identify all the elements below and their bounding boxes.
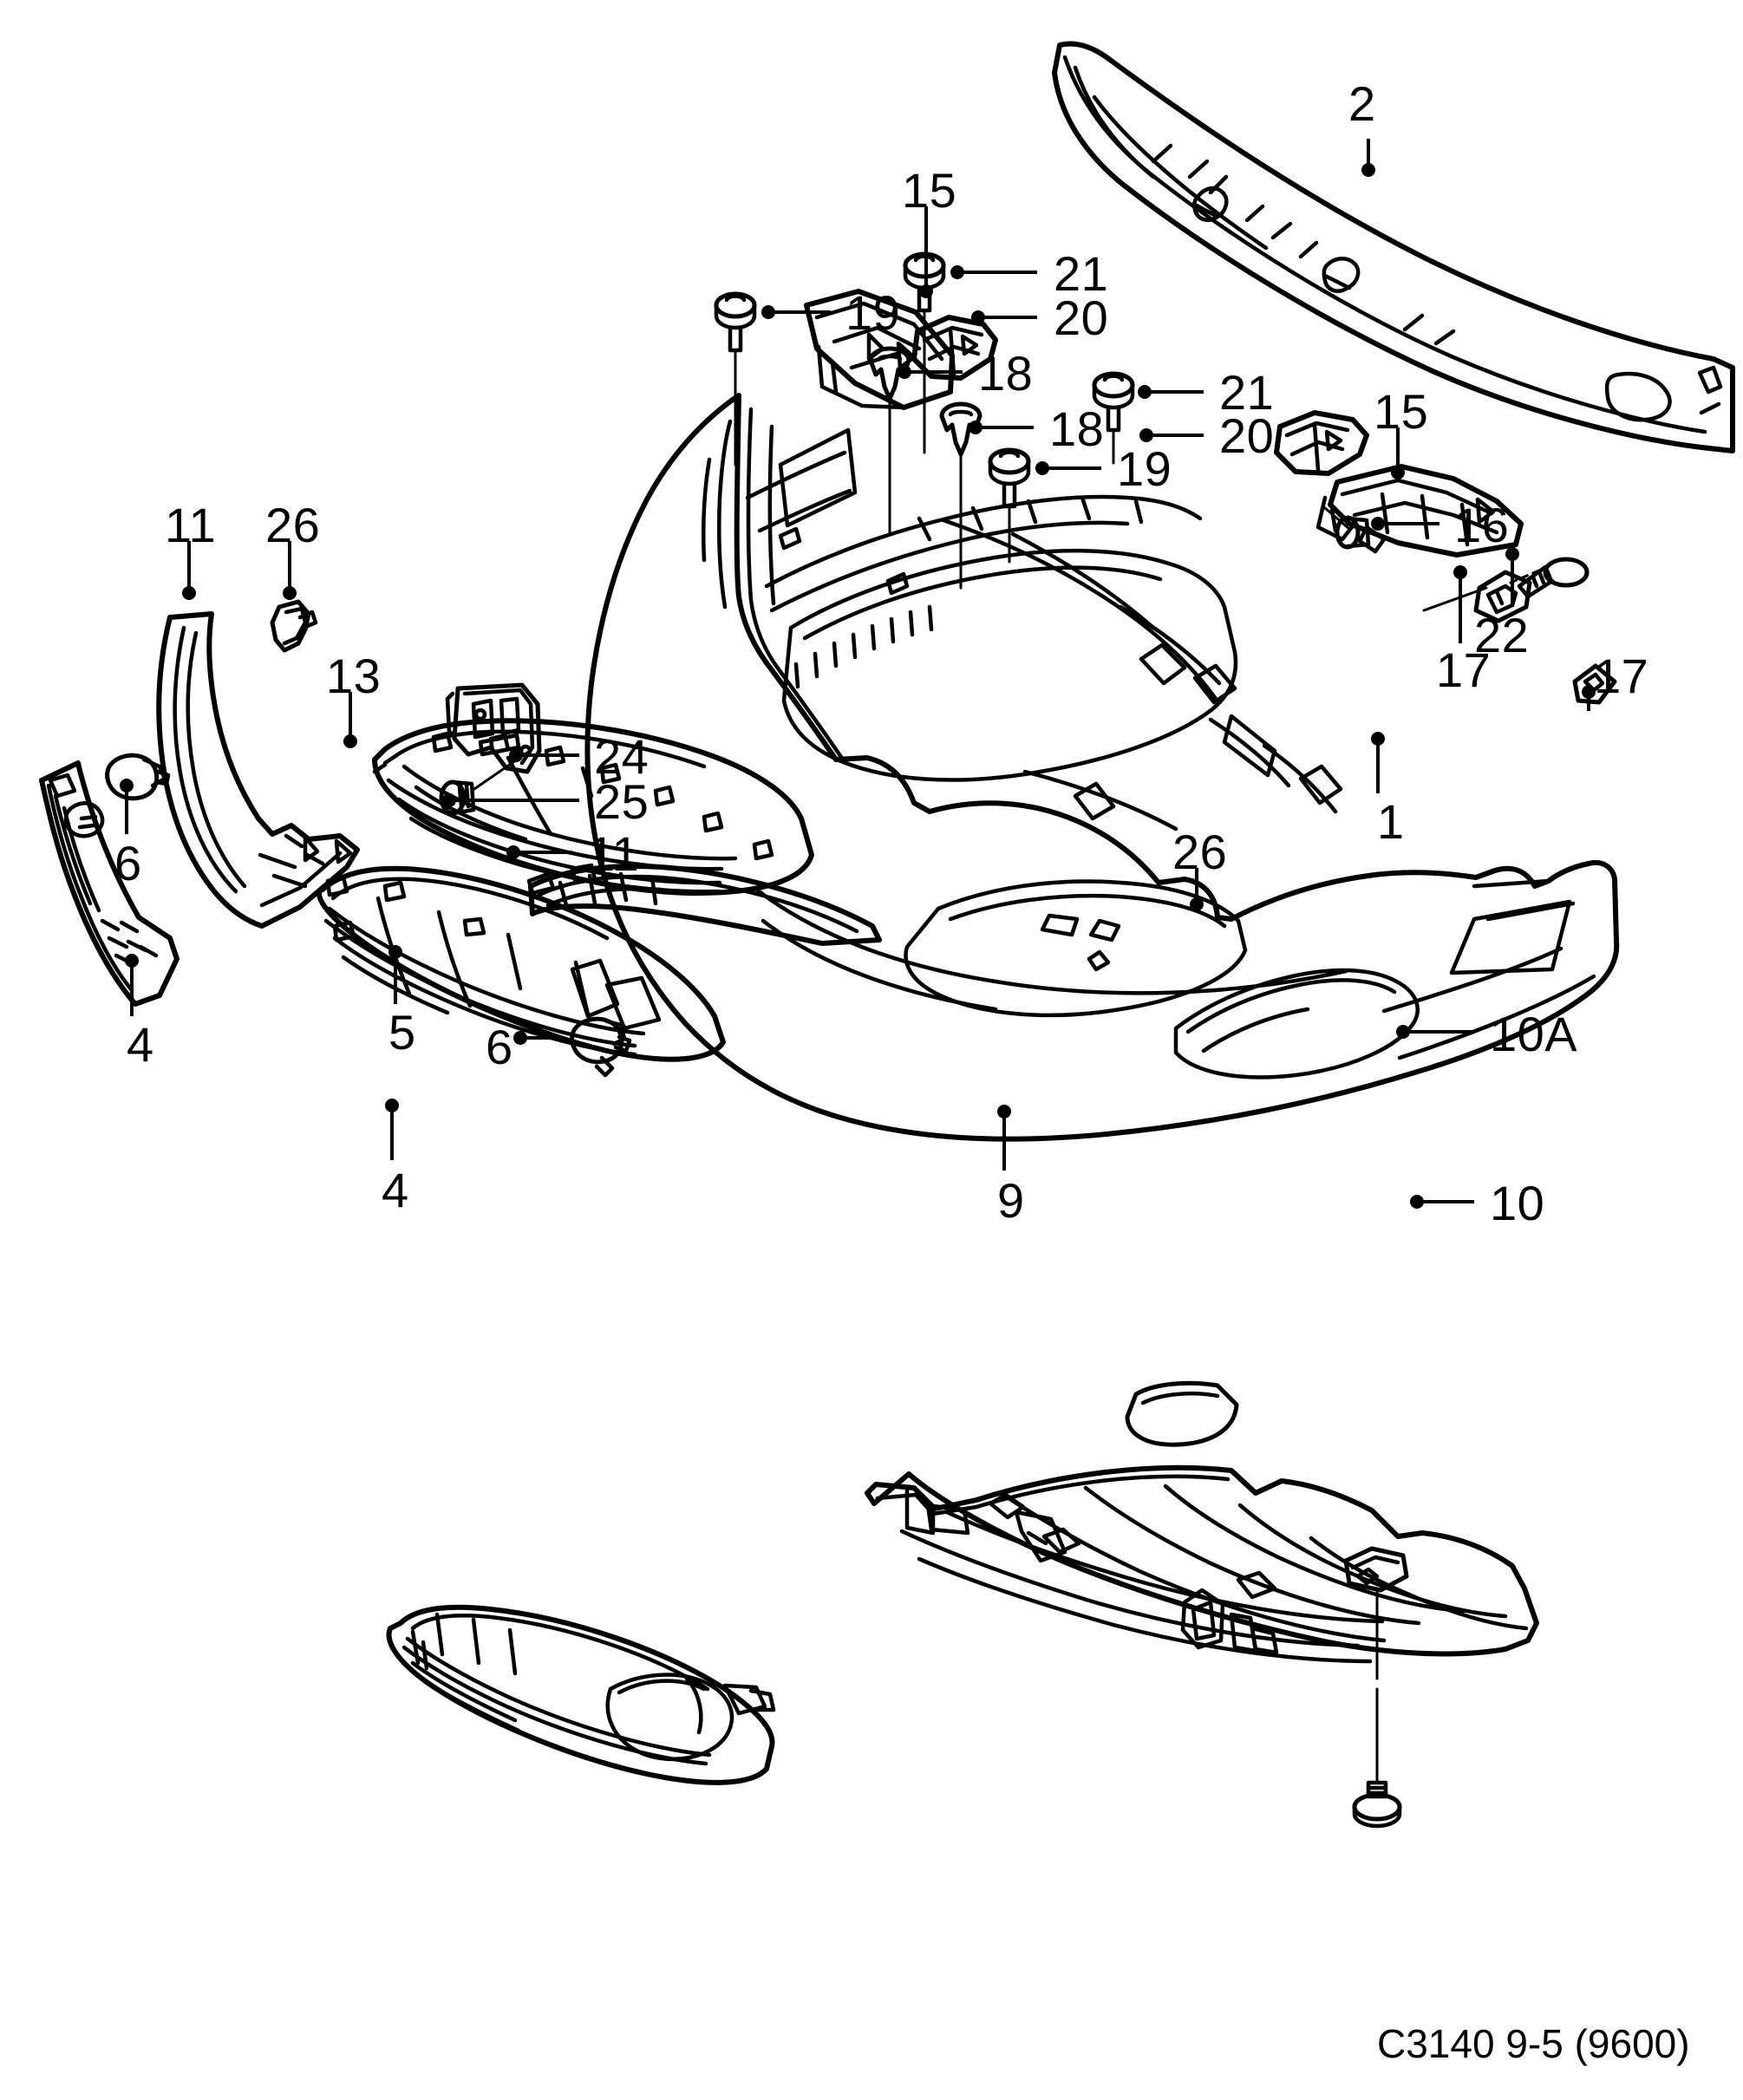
part-2-impact-bar	[1052, 41, 1735, 453]
callout-number-1: 1	[1377, 794, 1405, 849]
callout-number-4: 4	[127, 1017, 154, 1072]
callout-number-26: 26	[1172, 825, 1228, 879]
part-16-bolt	[1335, 515, 1387, 554]
leader-dot	[1371, 732, 1385, 746]
leader-dot	[1138, 385, 1152, 399]
callout-number-17: 17	[1436, 642, 1492, 697]
callout-number-24: 24	[594, 729, 650, 784]
callout-number-19: 19	[1117, 441, 1172, 496]
callout-number-20: 20	[1219, 408, 1275, 463]
callout-number-18: 18	[1049, 401, 1105, 456]
leader-dot	[513, 1031, 527, 1045]
leader-dot	[1391, 466, 1405, 479]
leader-dot	[1371, 517, 1385, 531]
part-26-cover-left	[270, 599, 318, 653]
leader-dot	[1190, 897, 1204, 911]
callout-number-18: 18	[978, 346, 1034, 401]
callout-number-6: 6	[486, 1020, 513, 1074]
leader-dot	[182, 586, 196, 600]
part-11-moulding-left	[156, 611, 360, 929]
part-10A-clip-nut	[1343, 1546, 1409, 1593]
callout-number-16: 16	[1454, 498, 1510, 552]
leader-dot	[1361, 163, 1375, 177]
part-6-clip-left	[105, 753, 171, 801]
callout-number-22: 22	[1474, 608, 1530, 662]
part-25-screw	[439, 779, 476, 816]
part-21-screw-lower	[1092, 371, 1135, 433]
leader-dot	[125, 954, 139, 968]
callout-number-13: 13	[326, 649, 382, 703]
callout-number-25: 25	[594, 774, 650, 829]
leader-dot	[1453, 565, 1467, 579]
part-19-screw-left	[714, 291, 757, 353]
part-10-screw	[1352, 1780, 1402, 1829]
part-20-bracket-upper	[911, 315, 998, 381]
callout-number-4: 4	[382, 1163, 409, 1217]
leader-dot	[509, 748, 523, 762]
leader-dot	[997, 1105, 1011, 1118]
part-20-bracket-lower	[1274, 410, 1369, 476]
part-26-cover-right	[1125, 1380, 1239, 1447]
callout-number-11: 11	[588, 826, 640, 881]
leader-dot	[761, 305, 775, 319]
callout-number-21: 21	[1219, 365, 1275, 420]
callout-number-20: 20	[1054, 290, 1109, 345]
leader-dot	[971, 310, 985, 324]
callout-number-21: 21	[1054, 246, 1109, 301]
callout-number-17: 17	[1594, 649, 1649, 703]
callout-number-5: 5	[388, 1005, 416, 1060]
callout-number-6: 6	[114, 836, 142, 890]
callout-number-2: 2	[1348, 76, 1376, 131]
leader-dot	[385, 1099, 399, 1112]
leader-dot	[1139, 428, 1153, 442]
callout-number-10a: 10A	[1490, 1007, 1578, 1061]
part-15-bracket-left	[804, 289, 955, 410]
diagram-caption: C3140 9-5 (9600)	[1377, 2021, 1690, 2066]
part-18-rivet-lower	[939, 401, 982, 457]
leader-dot	[442, 793, 456, 807]
leader-dot	[950, 265, 964, 279]
part-6-clip-right	[570, 1016, 632, 1078]
callout-number-9: 9	[997, 1173, 1025, 1228]
part-5-center-grille	[316, 865, 726, 1062]
part-9-splash-shield	[865, 1464, 1539, 1664]
part-17-clip-upper	[1473, 570, 1532, 623]
callout-number-19: 19	[845, 285, 901, 340]
leader-dot	[1410, 1195, 1424, 1209]
leader-dot	[919, 284, 933, 298]
leader-dot	[120, 779, 134, 792]
callout-number-26: 26	[265, 498, 321, 552]
part-4-fog-grille	[386, 1604, 776, 1785]
part-11-moulding-right	[526, 863, 882, 946]
callout-number-10: 10	[1490, 1176, 1545, 1230]
leader-dot	[343, 734, 357, 748]
leader-dot	[283, 586, 297, 600]
callout-number-15: 15	[1374, 384, 1429, 439]
leader-dot	[388, 945, 402, 959]
leader-dot	[969, 421, 982, 434]
leader-dot	[506, 845, 520, 859]
part-22-screw	[1517, 557, 1590, 599]
callout-number-15: 15	[902, 163, 957, 218]
leader-dot	[898, 365, 911, 379]
callout-number-11: 11	[165, 498, 217, 552]
leader-dot	[1035, 461, 1049, 475]
leader-dot	[1396, 1025, 1410, 1039]
part-18-rivet-upper	[868, 346, 911, 401]
